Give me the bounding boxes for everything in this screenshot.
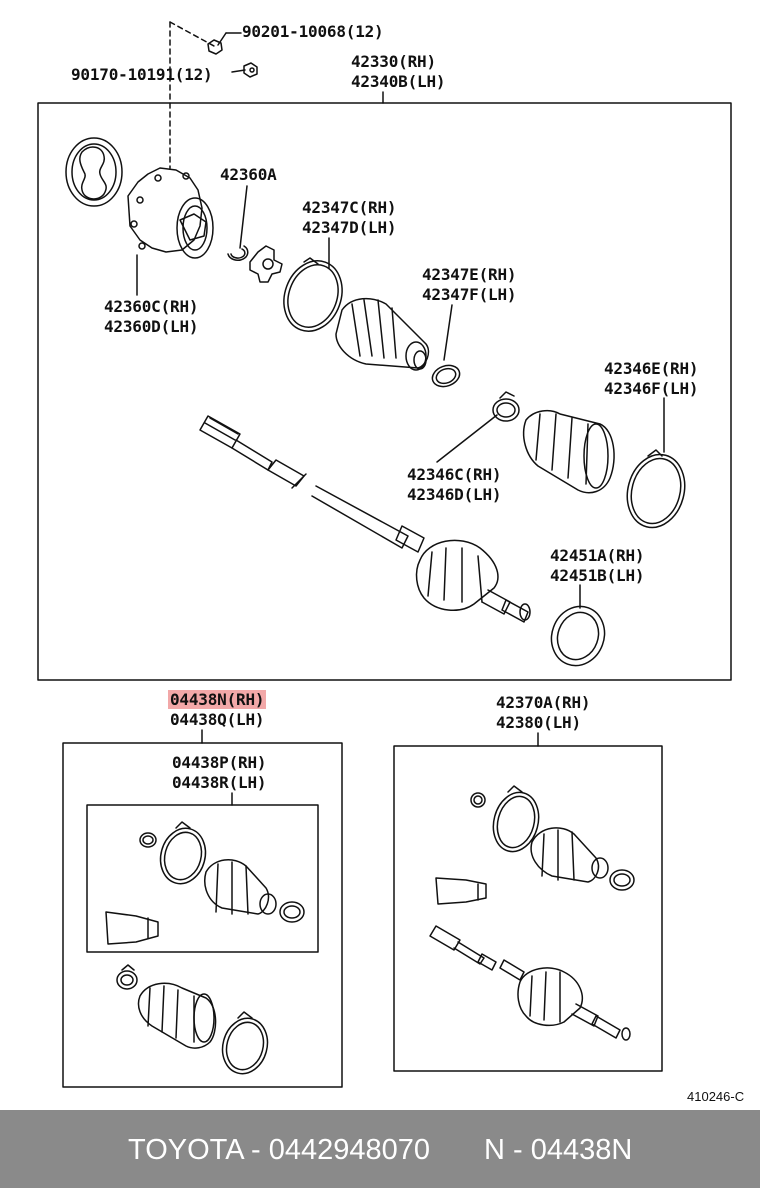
bolt-90170: [231, 62, 258, 78]
axle-shaft: [199, 415, 425, 553]
label-kit-q-lh: 04438Q(LH): [170, 710, 265, 729]
boot-kit-parts: [105, 821, 305, 945]
inboard-joint-housing: [127, 167, 214, 259]
clamp-42346c: [492, 391, 520, 422]
footer-brand-part-number: TOYOTA - 0442948070: [128, 1134, 431, 1166]
label-kit-r-lh: 04438R(LH): [172, 773, 267, 792]
outboard-boot: [522, 409, 615, 494]
shaft-assembly-frame: [393, 745, 663, 1072]
snap-ring: [227, 245, 249, 261]
label-dust-lh: 42451B(LH): [550, 566, 645, 585]
label-clamp46e-lh: 42346F(LH): [604, 379, 699, 398]
label-assy-rh: 42330(RH): [351, 52, 436, 71]
label-clamp-e-lh: 42347F(LH): [422, 285, 517, 304]
leader-lines: [136, 91, 665, 806]
dust-cover: [65, 137, 123, 207]
label-clamp46c-lh: 42346D(LH): [407, 485, 502, 504]
label-clamp-e-rh: 42347E(RH): [422, 265, 517, 284]
clamp-42347e: [431, 364, 461, 388]
boot-kit-lower-parts: [116, 964, 269, 1075]
footer-bar: TOYOTA - 0442948070 N - 04438N: [0, 1110, 760, 1188]
label-bolt-90170: 90170-10191(12): [71, 65, 213, 84]
label-shaft-lh: 42380(LH): [496, 713, 581, 732]
tripod-joint: [249, 245, 283, 283]
outboard-joint: [415, 539, 531, 623]
label-kit-n-rh[interactable]: 04438N(RH): [168, 690, 267, 709]
inner-boot-kit-frame: [86, 804, 319, 953]
clamp-band-42347c: [283, 257, 343, 332]
inboard-boot: [335, 297, 430, 371]
dust-seal-42451: [550, 605, 606, 667]
label-assy-lh: 42340B(LH): [351, 72, 446, 91]
label-clamp-c-rh: 42347C(RH): [302, 198, 397, 217]
main-assembly-frame: [37, 102, 732, 681]
label-clamp-c-lh: 42347D(LH): [302, 218, 397, 237]
shaft-assembly-parts: [429, 785, 635, 1041]
footer-reference: N - 04438N: [484, 1134, 633, 1166]
drive-shaft-exploded-diagram: [37, 21, 732, 1088]
bolt-90201: [207, 32, 242, 55]
diagram-code: 410246-C: [687, 1089, 745, 1104]
label-kit-p-rh: 04438P(RH): [172, 753, 267, 772]
boot-kit-frame: [62, 742, 343, 1088]
label-dust-rh: 42451A(RH): [550, 546, 645, 565]
label-bolt-90201: 90201-10068(12): [242, 22, 384, 41]
label-clamp46e-rh: 42346E(RH): [604, 359, 699, 378]
label-joint-rh: 42360C(RH): [104, 297, 199, 316]
label-joint-lh: 42360D(LH): [104, 317, 199, 336]
label-snap-ring: 42360A: [220, 165, 277, 184]
label-shaft-rh: 42370A(RH): [496, 693, 591, 712]
clamp-42346e: [626, 449, 686, 529]
label-clamp46c-rh: 42346C(RH): [407, 465, 502, 484]
